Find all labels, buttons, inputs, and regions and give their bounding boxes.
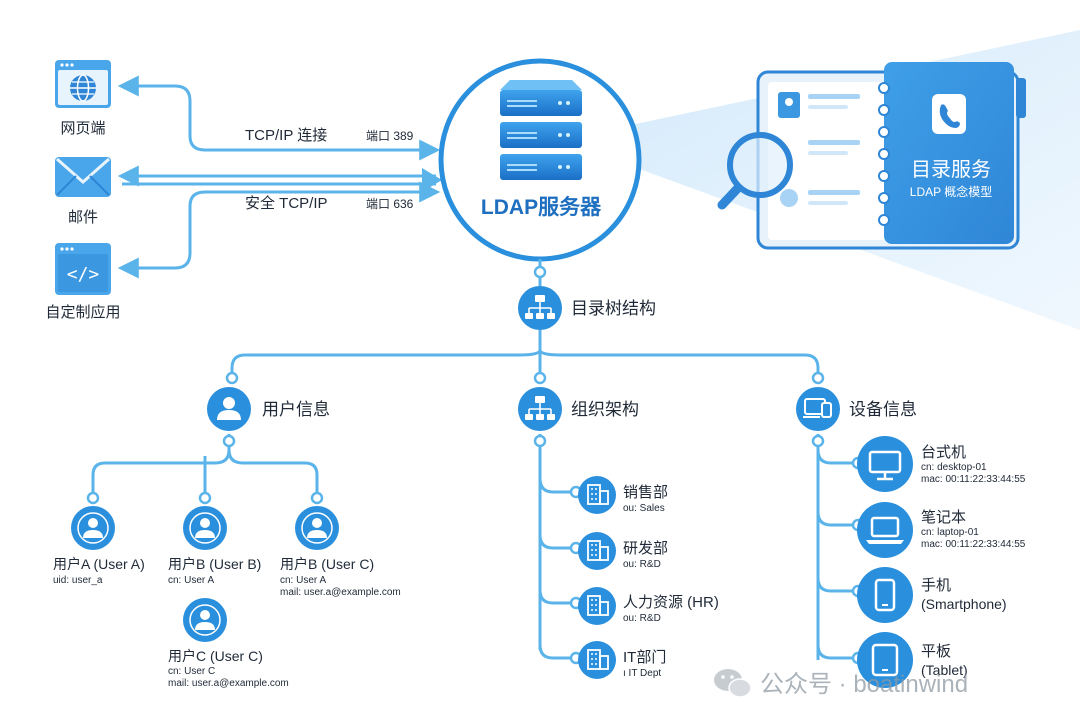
laptop-icon — [857, 502, 913, 558]
smartphone-subtitle: (Smartphone) — [921, 596, 1007, 612]
svg-text:</>: </> — [67, 264, 100, 285]
dept-hr-building-icon — [578, 587, 616, 625]
user-c-name: 用户C (User C) — [168, 648, 263, 664]
ldap-server-label: LDAP服务器 — [481, 195, 602, 219]
smartphone-name: 手机 — [921, 577, 951, 594]
user-b-name: 用户B (User B) — [168, 556, 261, 572]
desktop-mac: mac: 00:11:22:33:44:55 — [921, 474, 1026, 485]
user-c-avatar-icon — [183, 598, 227, 642]
org-branch-icon — [518, 387, 562, 431]
tcp-label: TCP/IP 连接 — [245, 127, 327, 144]
desktop-name: 台式机 — [921, 444, 966, 461]
user-b-c-avatar-icon — [295, 506, 339, 550]
mail-label: 邮件 — [68, 209, 98, 226]
dept-it-ou: ı IT Dept — [623, 668, 661, 679]
device-branch-label: 设备信息 — [849, 400, 917, 419]
user-a-line-1: uid: user_a — [53, 575, 103, 586]
dept-it-building-icon — [578, 641, 616, 679]
server-rack-icon — [500, 80, 582, 180]
directory-service-title: 目录服务 — [911, 158, 991, 181]
ldap-server-node — [438, 58, 642, 262]
tree-connector-dots — [86, 265, 865, 665]
secure-port-label: 端口 636 — [366, 197, 414, 211]
secure-tcp-label: 安全 TCP/IP — [245, 194, 328, 212]
web-client-icon — [55, 60, 111, 108]
wechat-logo-icon — [714, 669, 752, 698]
dept-hr-ou: ou: R&D — [623, 613, 661, 624]
user-b-line-1: cn: User A — [168, 575, 214, 586]
device-branch-icon — [796, 387, 840, 431]
dept-hr-name: 人力资源 (HR) — [623, 594, 719, 611]
user-b-c-line-1: cn: User A — [280, 575, 326, 586]
tcp-port-label: 端口 389 — [366, 129, 414, 143]
dept-sales-building-icon — [578, 476, 616, 514]
user-branch-icon — [207, 387, 251, 431]
mail-icon — [55, 157, 111, 197]
dept-it-name: IT部门 — [623, 649, 666, 666]
directory-book-illustration — [717, 62, 1026, 250]
user-c-line-1: cn: User C — [168, 666, 215, 677]
user-branch-label: 用户信息 — [262, 400, 330, 419]
user-b-c-name: 用户B (User C) — [280, 556, 374, 572]
tree-root-label: 目录树结构 — [571, 299, 656, 318]
user-c-line-2: mail: user.a@example.com — [168, 678, 289, 689]
directory-service-subtitle: LDAP 概念模型 — [910, 184, 992, 199]
dept-rd-name: 研发部 — [623, 540, 668, 557]
dept-sales-ou: ou: Sales — [623, 503, 665, 514]
user-a-name: 用户A (User A) — [53, 556, 145, 572]
laptop-mac: mac: 00:11:22:33:44:55 — [921, 539, 1026, 550]
custom-app-label: 自定制应用 — [45, 303, 120, 321]
custom-app-icon: </> — [55, 243, 111, 295]
connection-lines — [117, 75, 441, 279]
desktop-icon — [857, 436, 913, 492]
tree-root-icon — [518, 286, 562, 330]
web-client-label: 网页端 — [60, 120, 105, 137]
tablet-icon — [857, 632, 913, 688]
dept-rd-building-icon — [578, 532, 616, 570]
smartphone-icon — [857, 567, 913, 623]
laptop-cn: cn: laptop-01 — [921, 527, 979, 538]
laptop-name: 笔记本 — [921, 509, 966, 526]
tablet-name: 平板 — [921, 642, 951, 660]
user-b-c-line-2: mail: user.a@example.com — [280, 587, 401, 598]
dept-rd-ou: ou: R&D — [623, 559, 661, 570]
desktop-cn: cn: desktop-01 — [921, 462, 987, 473]
thick-arrow-head — [422, 168, 442, 192]
tablet-subtitle: (Tablet) — [921, 662, 968, 678]
org-branch-label: 组织架构 — [571, 400, 639, 419]
user-b-avatar-icon — [183, 506, 227, 550]
user-a-avatar-icon — [71, 506, 115, 550]
dept-sales-name: 销售部 — [623, 484, 668, 501]
watermark-text: 公众号 · boatinwind — [760, 671, 968, 698]
